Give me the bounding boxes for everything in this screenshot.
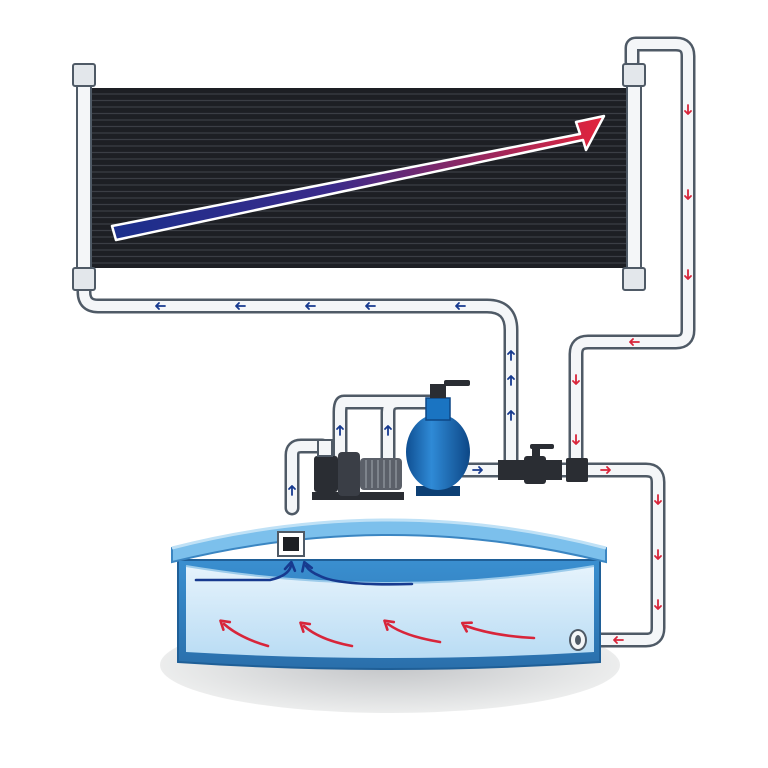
hot-flow-arrow <box>613 636 624 644</box>
hot-flow-arrow <box>684 189 692 200</box>
cold-flow-arrow <box>235 302 246 310</box>
cold-flow-arrows <box>155 302 515 496</box>
cold-flow-arrow <box>507 350 515 361</box>
cold-flow-arrow <box>365 302 376 310</box>
cold-flow-arrow <box>305 302 316 310</box>
panel-fitting-bottom-left <box>72 267 96 291</box>
panel-fitting-bottom-right <box>622 267 646 291</box>
above-ground-pool <box>171 518 607 670</box>
hot-flow-arrow <box>600 466 611 474</box>
hot-flow-arrow <box>572 434 580 445</box>
cold-flow-arrow <box>155 302 166 310</box>
panel-fitting-top-right <box>622 63 646 87</box>
hot-flow-arrow <box>654 549 662 560</box>
pool-current-warm <box>219 619 270 648</box>
pool-current-warm <box>460 621 536 640</box>
cold-flow-arrow <box>455 302 466 310</box>
hot-flow-arrow <box>654 494 662 505</box>
solar-collector-panel <box>72 63 646 291</box>
cold-flow-arrow <box>384 425 392 436</box>
pool-pump <box>312 439 404 500</box>
hot-flow-arrow <box>684 104 692 115</box>
pool-water <box>186 566 594 658</box>
pool-current-warm <box>383 619 442 644</box>
cold-flow-arrow <box>507 375 515 386</box>
bypass-valve <box>498 444 588 484</box>
pool-skimmer <box>277 531 305 557</box>
sand-filter <box>406 380 470 496</box>
water-surface <box>185 565 595 584</box>
pool-current-arrows <box>194 560 536 648</box>
hot-flow-arrow <box>629 338 640 346</box>
cold-flow-arrow <box>472 466 483 474</box>
return-inlet <box>569 629 587 651</box>
hot-flow-arrow <box>684 269 692 280</box>
heat-gradient-arrow <box>110 114 606 242</box>
pool-current-cold <box>194 560 297 582</box>
pipe-network <box>76 36 696 648</box>
cold-flow-arrow <box>336 425 344 436</box>
pool-rim <box>171 519 607 564</box>
pool-current-cold <box>301 560 414 586</box>
hot-flow-arrows <box>572 104 692 644</box>
hot-flow-arrow <box>654 599 662 610</box>
panel-fitting-top-left <box>72 63 96 87</box>
cold-flow-arrow <box>288 485 296 496</box>
pool-current-warm <box>299 621 354 648</box>
cold-flow-arrow <box>507 410 515 421</box>
hot-flow-arrow <box>572 374 580 385</box>
